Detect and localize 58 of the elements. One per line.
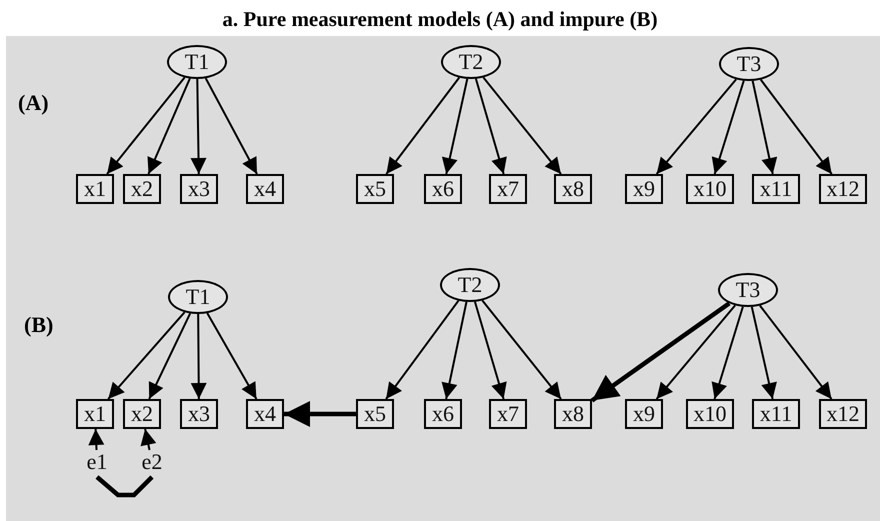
arrow: [474, 301, 507, 400]
arrow: [656, 304, 736, 400]
indicator-box: x2: [123, 399, 161, 429]
indicator-box: x11: [752, 399, 800, 429]
indicator-box: x6: [424, 399, 462, 429]
arrow: [88, 428, 104, 450]
diagram-title: a. Pure measurement models (A) and impure (B): [221, 6, 659, 32]
indicator-box: x9: [625, 399, 663, 429]
indicator-box: x2: [123, 174, 161, 204]
arrow: [760, 79, 833, 175]
arrow: [106, 76, 186, 175]
arrow: [206, 312, 258, 400]
arrow: [759, 304, 832, 400]
indicator-box: x8: [554, 174, 592, 204]
indicator-box: x7: [489, 399, 527, 429]
indicator-box: x1: [76, 174, 114, 204]
arrow: [712, 80, 745, 174]
arrow: [712, 306, 744, 400]
indicator-box: x9: [625, 174, 663, 204]
indicator-box: x3: [180, 174, 218, 204]
indicator-box: x7: [489, 174, 527, 204]
arrow: [284, 401, 356, 427]
arrow: [148, 312, 192, 400]
arrow: [442, 302, 468, 400]
indicator-box: x4: [246, 399, 284, 429]
arrow: [190, 314, 207, 399]
arrow: [482, 300, 562, 400]
panel-label: (B): [24, 312, 54, 338]
arrow: [590, 301, 731, 402]
arrow: [656, 78, 737, 175]
indicator-box: x12: [819, 399, 867, 429]
indicator-box: x8: [554, 399, 592, 429]
arrow: [107, 312, 186, 400]
arrow: [204, 78, 258, 174]
indicator-box: x10: [686, 399, 734, 429]
error-term-label: e2: [139, 450, 165, 474]
indicator-box: x12: [819, 174, 867, 204]
correlation-line: [96, 475, 154, 498]
indicator-box: x4: [246, 174, 284, 204]
arrow: [140, 428, 156, 450]
indicator-box: x6: [424, 174, 462, 204]
arrow: [752, 80, 778, 174]
arrow: [386, 77, 460, 175]
indicator-box: x10: [686, 174, 734, 204]
arrow: [474, 78, 507, 174]
error-term-label: e1: [84, 450, 110, 474]
indicator-box: x1: [76, 399, 114, 429]
arrow: [190, 78, 206, 174]
arrow: [442, 78, 468, 174]
indicator-box: x5: [356, 399, 394, 429]
arrow: [750, 306, 777, 400]
arrow: [148, 78, 191, 174]
arrow: [385, 300, 460, 400]
indicator-box: x5: [356, 174, 394, 204]
indicator-box: x11: [752, 174, 800, 204]
panel-label: (A): [18, 90, 49, 116]
indicator-box: x3: [180, 399, 218, 429]
arrow: [482, 76, 562, 175]
